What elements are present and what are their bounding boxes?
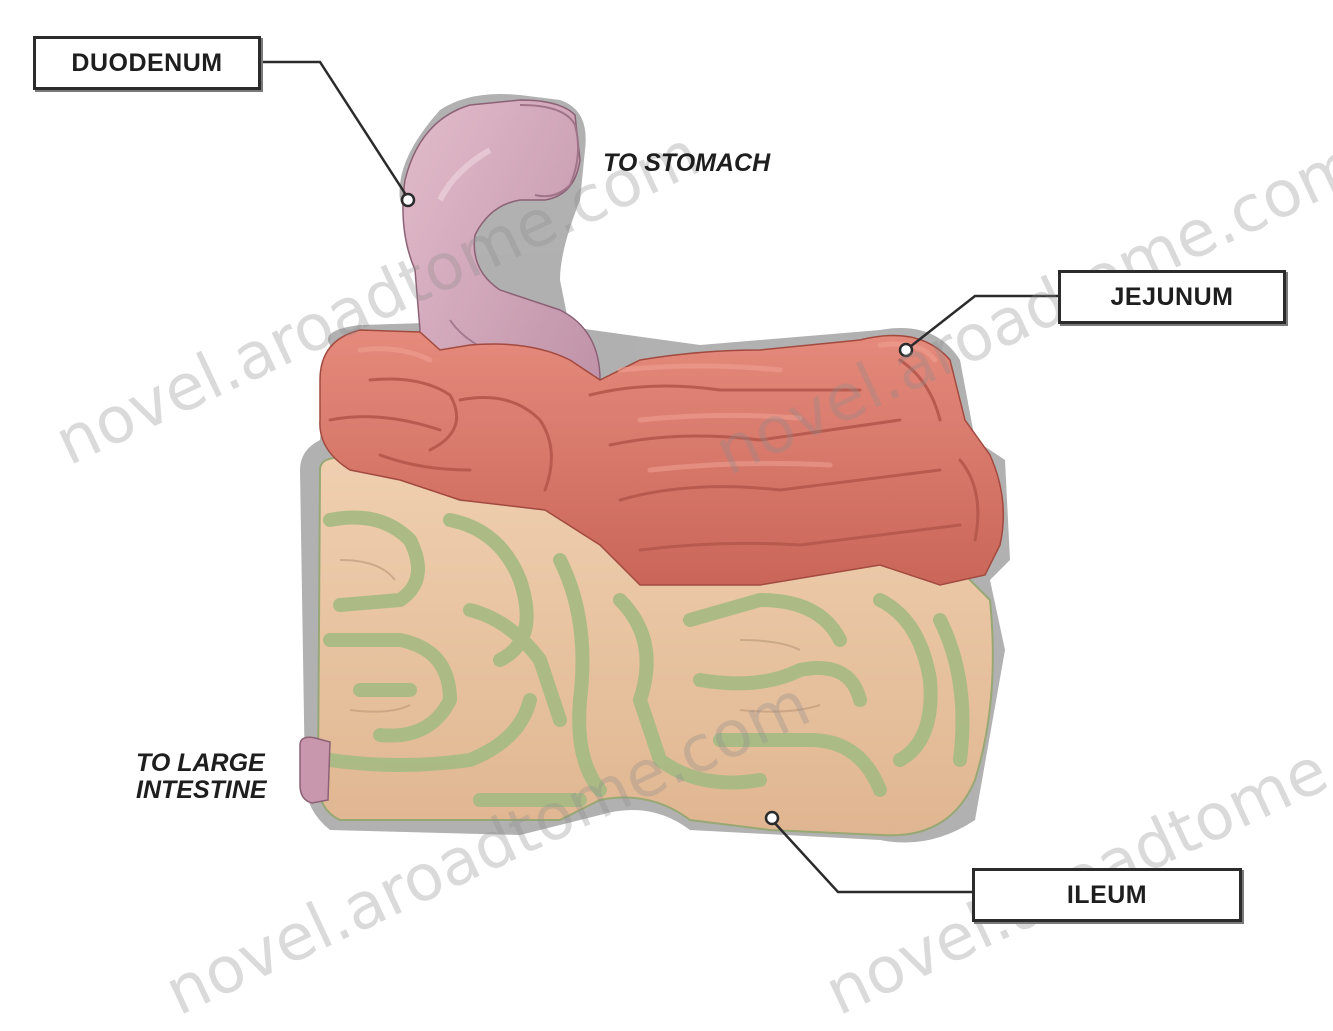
to-stomach-label: TO STOMACH [603, 150, 770, 177]
to-large-intestine-line2: INTESTINE [136, 777, 267, 804]
to-large-intestine-label: TO LARGE INTESTINE [136, 750, 267, 804]
jejunum-pointer-dot [900, 344, 912, 356]
small-intestine-diagram [0, 0, 1333, 947]
ileum-pointer-dot [766, 812, 778, 824]
ileum-label: ILEUM [972, 868, 1242, 922]
duodenum-label: DUODENUM [33, 36, 261, 90]
duodenum-leader [260, 62, 408, 198]
large-intestine-stub [300, 737, 330, 803]
jejunum-label: JEJUNUM [1058, 270, 1286, 324]
to-large-intestine-line1: TO LARGE [136, 750, 267, 777]
duodenum-pointer-dot [402, 194, 414, 206]
